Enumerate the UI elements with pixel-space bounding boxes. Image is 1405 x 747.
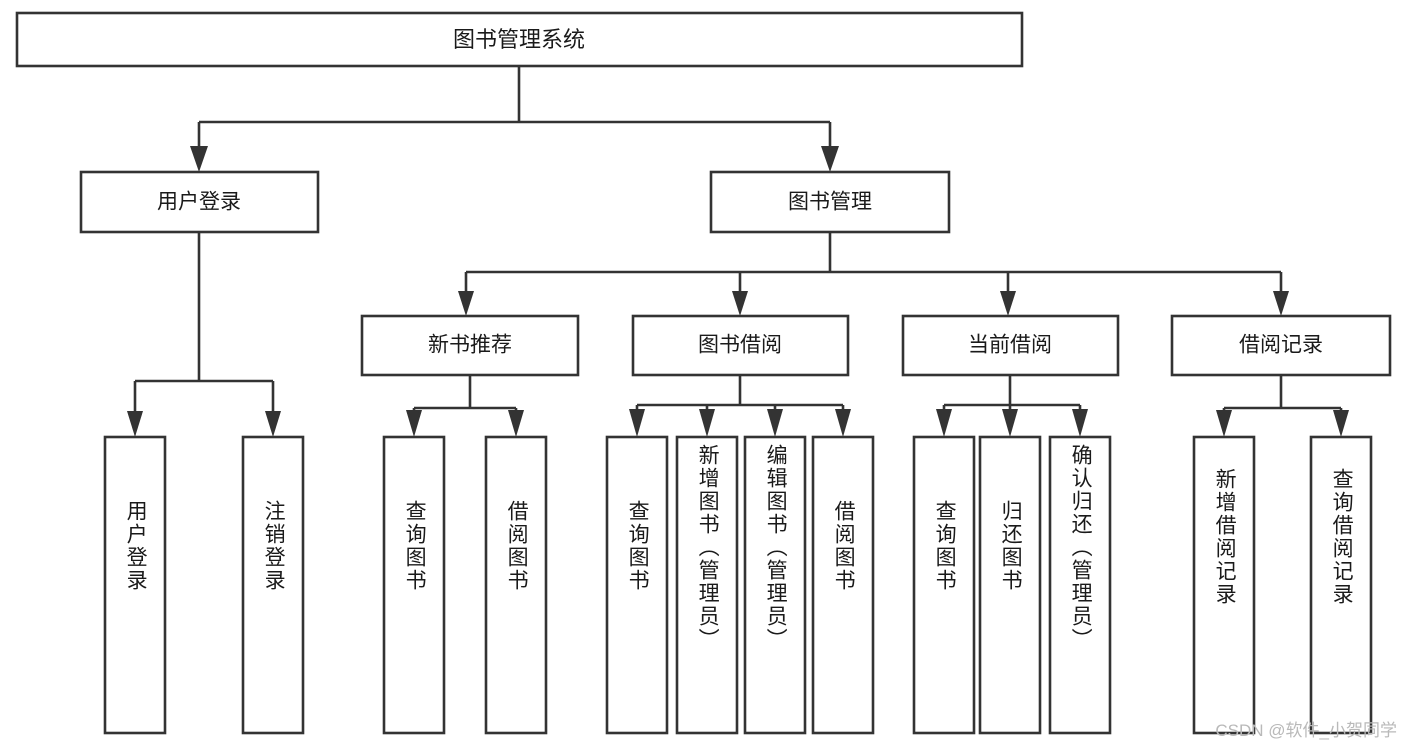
arrow-head-leaf-user-login-1: [127, 411, 143, 437]
node-current-borrow-box[interactable]: [901, 314, 1120, 377]
node-new-book-box[interactable]: [360, 314, 580, 377]
leaf-box-user-login-1[interactable]: [103, 435, 167, 735]
node-book-borrow-box[interactable]: [631, 314, 850, 377]
leaf-box-new-book-2[interactable]: [484, 435, 548, 735]
connector-layer: [127, 66, 1349, 437]
leaf-box-current-borrow-1[interactable]: [912, 435, 976, 735]
arrow-head-leaf-borrowrecord-1: [1216, 410, 1232, 437]
leaf-box-new-book-1[interactable]: [382, 435, 446, 735]
arrow-head-leaf-bookborrow-4: [835, 409, 851, 437]
arrow-head-leaf-user-login-2: [265, 411, 281, 437]
node-new-book-label: 新书推荐: [428, 334, 512, 357]
node-layer: 图书管理系统 用户登录 图书管理 新书推荐 图书借阅 当前借阅 借阅记录: [15, 11, 1392, 735]
arrow-head-leaf-bookborrow-1: [629, 409, 645, 437]
leaf-box-borrow-record-2[interactable]: [1309, 435, 1373, 735]
node-borrow-record-label: 借阅记录: [1239, 334, 1323, 357]
arrow-head-leaf-borrowrecord-2: [1333, 410, 1349, 437]
leaf-box-user-login-2[interactable]: [241, 435, 305, 735]
arrow-head-user-login: [190, 146, 208, 172]
arrow-head-leaf-bookborrow-3: [767, 409, 783, 437]
arrow-head-leaf-currentborrow-2: [1002, 409, 1018, 437]
arrow-head-book-manage: [821, 146, 839, 172]
leaf-box-borrow-record-1[interactable]: [1192, 435, 1256, 735]
arrow-head-borrow-record: [1273, 291, 1289, 316]
node-current-borrow-label: 当前借阅: [968, 334, 1052, 357]
arrow-head-current-borrow: [1000, 291, 1016, 316]
arrow-head-new-book: [458, 291, 474, 316]
node-root-label: 图书管理系统: [453, 27, 585, 52]
node-book-manage-label: 图书管理: [788, 191, 872, 214]
leaf-box-book-borrow-2[interactable]: [675, 435, 739, 735]
node-user-login-label: 用户登录: [157, 191, 241, 214]
leaf-box-current-borrow-3[interactable]: [1048, 435, 1112, 735]
node-user-login-box[interactable]: [79, 170, 320, 234]
node-root-box[interactable]: [15, 11, 1024, 68]
node-borrow-record-box[interactable]: [1170, 314, 1392, 377]
leaf-box-book-borrow-4[interactable]: [811, 435, 875, 735]
leaf-box-current-borrow-2[interactable]: [978, 435, 1042, 735]
arrow-head-leaf-newbook-1: [406, 410, 422, 437]
arrow-head-leaf-bookborrow-2: [699, 409, 715, 437]
node-book-manage-box[interactable]: [709, 170, 951, 234]
leaf-box-book-borrow-1[interactable]: [605, 435, 669, 735]
arrow-head-leaf-currentborrow-1: [936, 409, 952, 437]
arrow-head-leaf-newbook-2: [508, 410, 524, 437]
arrow-head-leaf-currentborrow-3: [1072, 409, 1088, 437]
arrow-head-book-borrow: [732, 291, 748, 316]
node-book-borrow-label: 图书借阅: [698, 334, 782, 357]
leaf-box-book-borrow-3[interactable]: [743, 435, 807, 735]
